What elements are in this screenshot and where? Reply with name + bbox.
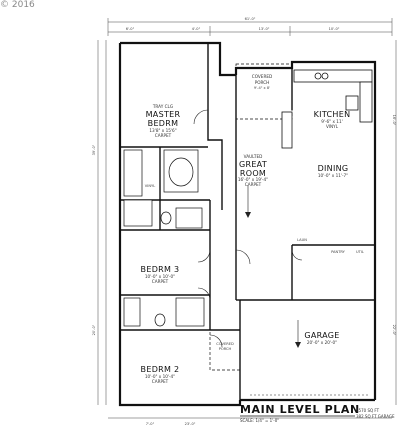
master-bedroom-label-2: BEDRM [148, 119, 179, 128]
utility-label: UTIL [356, 250, 364, 254]
plan-scale: SCALE: 1/4" = 1'-0" [240, 418, 279, 423]
garage-label: GARAGE [304, 331, 339, 340]
dim-d2: 4'-0" [192, 27, 201, 31]
bedroom2-size: 10'-0" x 10'-4" [145, 374, 175, 379]
garage-size: 20'-0" x 20'-0" [307, 340, 337, 345]
bath-fixtures [123, 149, 205, 327]
bedroom2-floor: CARPET [152, 379, 169, 384]
porch-front-label-1: COVERED [216, 342, 234, 346]
dim-d10: 22'-0" [392, 325, 396, 336]
porch-outlines [209, 63, 293, 371]
master-bedroom-note: TRAY CLG [152, 104, 173, 109]
garage-arrow-head [295, 342, 301, 348]
great-room-floor: CARPET [245, 182, 262, 187]
door-swings [193, 109, 303, 348]
kitchen-size: 9'-6" x 11' [321, 119, 343, 124]
porch-top-label-2: PORCH [255, 80, 270, 85]
dim-d3: 13'-0" [259, 27, 270, 31]
porch-front-label-2: PORCH [219, 347, 232, 351]
great-room-size: 16'-0" x 19'-4" [238, 177, 268, 182]
dim-d7: 39'-0" [92, 144, 96, 155]
dim-d1: 6'-0" [126, 27, 135, 31]
copyright-watermark: © 2016 [0, 0, 35, 10]
porch-top-label-1: COVERED [252, 74, 272, 79]
great-room-note: VAULTED [244, 154, 263, 159]
dining-size: 10'-0" x 11'-7" [318, 173, 348, 178]
dim-d6: 23'-0" [185, 422, 196, 426]
laundry-label: LAUN [297, 238, 307, 242]
area-garage: 382 SQ FT GARAGE [356, 414, 395, 419]
great-room-label-2: ROOM [240, 169, 266, 178]
dim-overall-width: 61'-0" [245, 17, 256, 21]
great-room-label-1: GREAT [239, 160, 267, 169]
master-bedroom-size: 13'8" x 15'6" [149, 128, 176, 133]
master-bedroom-label-1: MASTER [146, 110, 181, 119]
bedroom2-label: BEDRM 2 [141, 365, 180, 374]
interior-walls [120, 43, 375, 400]
kitchen-floor: VINYL [326, 124, 339, 129]
dim-d8: 20'-0" [92, 324, 96, 335]
kitchen-counters [281, 69, 373, 149]
master-bedroom-floor: CARPET [155, 133, 172, 138]
bedroom3-floor: CARPET [152, 279, 169, 284]
plan-title: MAIN LEVEL PLAN [240, 403, 360, 416]
bedroom3-label: BEDRM 3 [141, 265, 180, 274]
dimension-lines [97, 18, 397, 419]
dim-d4: 10'-0" [329, 27, 340, 31]
exterior-walls [118, 41, 377, 407]
area-total: 1570 SQ FT [356, 408, 380, 413]
dining-label: DINING [318, 164, 349, 173]
dim-d9: 16'-0" [392, 115, 396, 126]
porch-top-size: 9'-4" x 8' [254, 86, 270, 90]
arrow-head [245, 212, 251, 218]
kitchen-label: KITCHEN [314, 110, 351, 119]
bath-floor-label: VINYL [145, 184, 155, 188]
dim-d5: 7'-0" [146, 422, 155, 426]
bedroom3-size: 10'-0" x 10'-0" [145, 274, 175, 279]
pantry-label: PANTRY [331, 250, 346, 254]
